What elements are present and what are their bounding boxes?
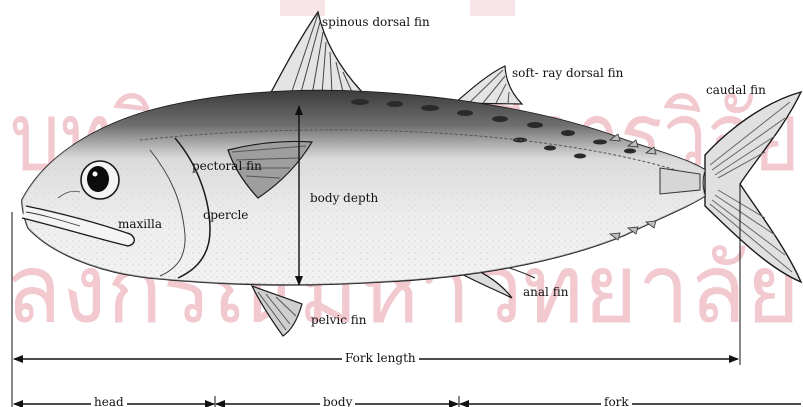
label-anal-fin: anal fin [523, 286, 568, 298]
label-pelvic-fin: pelvic fin [311, 314, 367, 326]
label-maxilla: maxilla [118, 218, 162, 230]
label-body: body [320, 396, 355, 407]
seal-fragment [280, 0, 515, 16]
label-body-depth: body depth [310, 192, 378, 204]
label-pectoral-fin: pectoral fin [192, 160, 262, 172]
label-opercle: opercle [203, 209, 248, 221]
label-spinous-dorsal-fin: spinous dorsal fin [322, 16, 430, 28]
label-caudal-fin: caudal fin [706, 84, 766, 96]
label-fork: fork [601, 396, 632, 407]
label-head: head [91, 396, 127, 407]
label-fork-length: Fork length [342, 352, 419, 364]
label-soft-ray-dorsal-fin: soft- ray dorsal fin [512, 67, 623, 79]
